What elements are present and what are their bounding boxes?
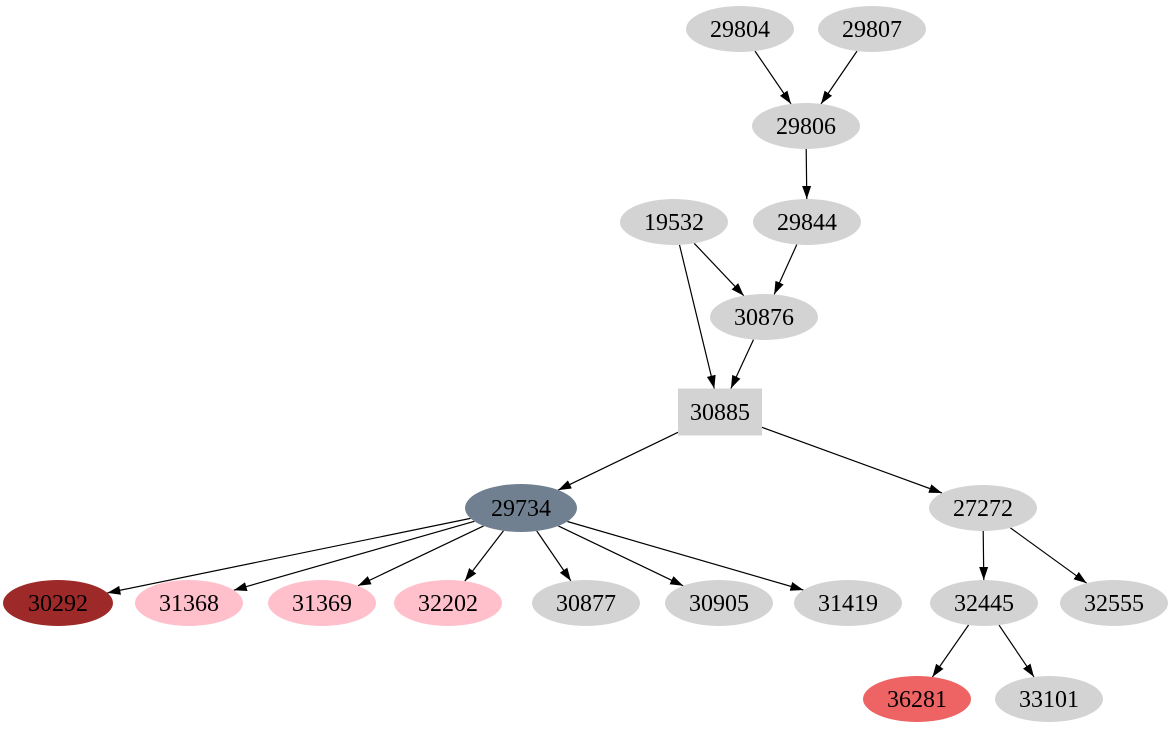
nodes-layer: 29804 29807 29806 19532 29844 30876 30885 29734… xyxy=(3,6,1168,722)
node-30885-box xyxy=(678,388,762,436)
node-31368-ellipse xyxy=(135,580,243,626)
node-31419: 31419 xyxy=(794,580,902,626)
node-32555-ellipse xyxy=(1060,580,1168,626)
edge-19532-30876 xyxy=(693,242,745,297)
edge-29734-30877 xyxy=(536,530,572,582)
node-30885-label: 30885 xyxy=(690,400,750,426)
edge-27272-32445 xyxy=(979,530,989,581)
edge-32445-36281 xyxy=(931,624,970,678)
node-32445: 32445 xyxy=(930,580,1038,626)
node-29804-label: 29804 xyxy=(710,17,770,43)
node-29804-ellipse xyxy=(686,6,794,52)
node-27272-ellipse xyxy=(929,485,1037,531)
node-31368: 31368 xyxy=(135,580,243,626)
node-32202: 32202 xyxy=(394,580,502,626)
edge-29806-29844 xyxy=(802,148,812,200)
node-31369: 31369 xyxy=(268,580,376,626)
edge-32445-33101 xyxy=(998,624,1035,678)
edge-29734-30292 xyxy=(107,517,471,595)
edge-29734-31419 xyxy=(567,520,804,591)
node-29844: 29844 xyxy=(753,199,861,245)
node-30292-ellipse xyxy=(3,580,113,626)
node-29807-label: 29807 xyxy=(842,17,902,43)
node-33101-label: 33101 xyxy=(1019,687,1079,713)
node-29807-ellipse xyxy=(818,6,926,52)
node-36281: 36281 xyxy=(863,676,971,722)
node-27272-label: 27272 xyxy=(953,496,1013,522)
node-29734: 29734 xyxy=(465,484,577,532)
edge-30885-27272 xyxy=(761,426,943,494)
node-31368-label: 31368 xyxy=(159,591,219,617)
node-32202-ellipse xyxy=(394,580,502,626)
node-32555: 32555 xyxy=(1060,580,1168,626)
node-19532-label: 19532 xyxy=(644,210,704,236)
node-33101-ellipse xyxy=(995,676,1103,722)
node-31369-ellipse xyxy=(268,580,376,626)
node-30905-label: 30905 xyxy=(689,591,749,617)
node-30292-label: 30292 xyxy=(28,591,88,617)
edge-29844-30876 xyxy=(773,244,798,295)
node-29806-ellipse xyxy=(752,103,860,149)
node-33101: 33101 xyxy=(995,676,1103,722)
node-19532: 19532 xyxy=(620,199,728,245)
node-36281-label: 36281 xyxy=(887,687,947,713)
edge-29734-30905 xyxy=(558,525,684,587)
node-31419-ellipse xyxy=(794,580,902,626)
node-30876: 30876 xyxy=(710,294,818,340)
node-29734-ellipse xyxy=(465,484,577,532)
edge-30885-29734 xyxy=(557,431,679,491)
node-29807: 29807 xyxy=(818,6,926,52)
edges-layer xyxy=(107,50,1088,678)
edge-29734-31368 xyxy=(233,520,475,591)
edge-29734-32202 xyxy=(464,530,504,582)
node-29844-label: 29844 xyxy=(777,210,837,236)
node-29804: 29804 xyxy=(686,6,794,52)
node-32445-label: 32445 xyxy=(954,591,1014,617)
node-27272: 27272 xyxy=(929,485,1037,531)
node-32555-label: 32555 xyxy=(1084,591,1144,617)
node-30876-label: 30876 xyxy=(734,305,794,331)
node-30876-ellipse xyxy=(710,294,818,340)
edge-29804-29806 xyxy=(754,50,792,105)
node-31419-label: 31419 xyxy=(818,591,878,617)
node-30877-ellipse xyxy=(532,580,640,626)
edge-30876-30885 xyxy=(730,339,755,389)
node-30885: 30885 xyxy=(678,388,762,436)
node-31369-label: 31369 xyxy=(292,591,352,617)
node-29806: 29806 xyxy=(752,103,860,149)
edge-27272-32555 xyxy=(1009,527,1088,584)
edge-29807-29806 xyxy=(820,50,858,105)
node-29844-ellipse xyxy=(753,199,861,245)
node-30905: 30905 xyxy=(665,580,773,626)
node-29734-label: 29734 xyxy=(491,496,551,522)
node-36281-ellipse xyxy=(863,676,971,722)
edge-29734-31369 xyxy=(357,525,484,587)
node-30905-ellipse xyxy=(665,580,773,626)
node-32202-label: 32202 xyxy=(418,591,478,617)
node-30877: 30877 xyxy=(532,580,640,626)
node-19532-ellipse xyxy=(620,199,728,245)
edge-19532-30885 xyxy=(678,244,716,389)
node-30292: 30292 xyxy=(3,580,113,626)
node-29806-label: 29806 xyxy=(776,114,836,140)
node-32445-ellipse xyxy=(930,580,1038,626)
node-30877-label: 30877 xyxy=(556,591,616,617)
